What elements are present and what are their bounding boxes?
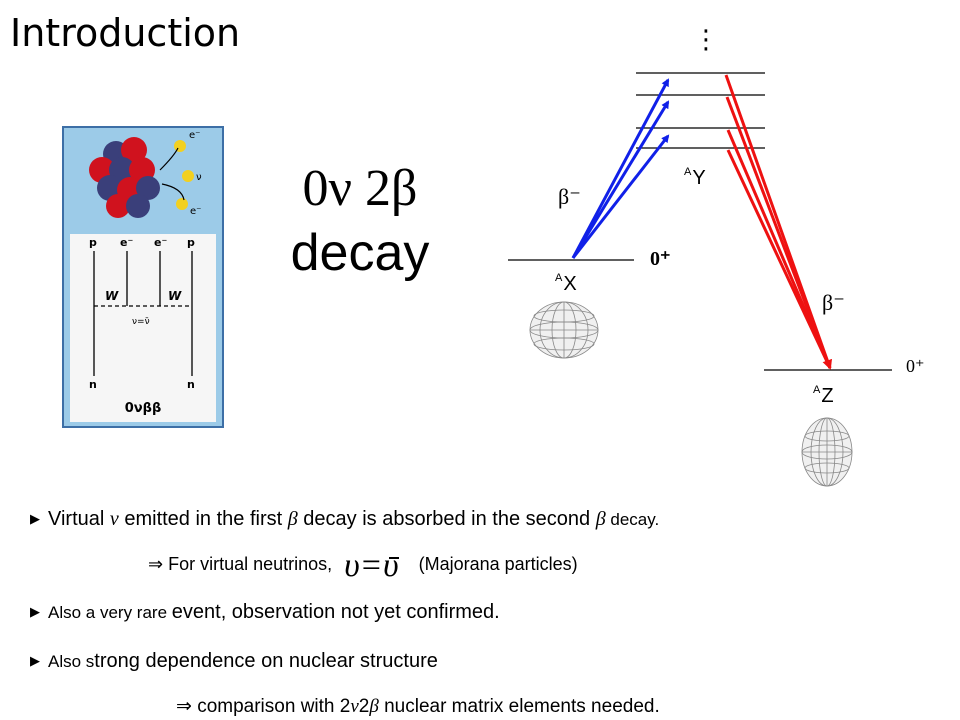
majorana-equals: = bbox=[361, 547, 383, 584]
bullet-1-beta: β bbox=[287, 508, 298, 530]
bullet-3-sub-two: 2 bbox=[358, 696, 370, 717]
bullet-3-sub-text-b: nuclear matrix elements needed. bbox=[378, 696, 660, 717]
nuclide-x-label: AX bbox=[555, 272, 577, 296]
nucleus-icon bbox=[89, 137, 160, 218]
bullet-1-text-a: Virtual bbox=[48, 508, 110, 530]
majorana-equation: υ=υ bbox=[344, 547, 400, 584]
nuclide-y-label: AY bbox=[684, 166, 706, 190]
electron-dot bbox=[174, 140, 186, 152]
beta-transitions-red bbox=[724, 74, 833, 370]
bullet-3-sub-beta: β bbox=[369, 696, 379, 717]
nuclide-y-symbol: Y bbox=[692, 167, 706, 189]
feynman-label-nu: ν=ν̄ bbox=[132, 317, 150, 327]
bullet-1-text-d: decay. bbox=[605, 510, 660, 529]
bullet-2-text: event, observation not yet confirmed. bbox=[171, 601, 500, 623]
nuclide-z-label: AZ bbox=[813, 384, 834, 408]
beta-label-left: β⁻ bbox=[558, 184, 581, 209]
majorana-nu: υ bbox=[344, 547, 362, 584]
nucleus-shape-z bbox=[801, 417, 853, 487]
feynman-label-p2: p bbox=[187, 236, 195, 249]
bullet-1-sub-text-b: (Majorana particles) bbox=[418, 554, 578, 574]
bullet-1-beta2: β bbox=[595, 508, 606, 530]
feynman-label-e2: e⁻ bbox=[154, 236, 167, 249]
nuclide-z-mass: A bbox=[813, 384, 821, 396]
bullet-1-sub-text-a: For virtual neutrinos, bbox=[163, 554, 333, 574]
level-scheme: ⋮ bbox=[500, 0, 960, 500]
majorana-nu-bar: υ bbox=[382, 547, 401, 584]
implies-arrow: ⇒ bbox=[176, 696, 192, 717]
bullet-3-small: Also s bbox=[48, 652, 95, 671]
spin-label-z: 0⁺ bbox=[906, 356, 925, 376]
beta-label-right: β⁻ bbox=[822, 290, 845, 315]
decay-word: decay bbox=[290, 224, 430, 282]
bullet-triangle-icon: ▶ bbox=[30, 511, 40, 526]
bullet-1-sub: ⇒ For virtual neutrinos, υ=υ (Majorana par… bbox=[148, 549, 578, 583]
nuclide-z-symbol: Z bbox=[821, 385, 834, 407]
nuclide-x-mass: A bbox=[555, 272, 563, 284]
electron-label-top: e⁻ bbox=[189, 130, 200, 141]
bullet-3-sub-nu: ν bbox=[350, 696, 359, 717]
feynman-label-n1: n bbox=[89, 378, 97, 391]
feynman-caption: 0νββ bbox=[125, 401, 162, 416]
bullet-2-small: Also a very rare bbox=[48, 603, 172, 622]
electron-dot bbox=[176, 198, 188, 210]
feynman-label-w2: W bbox=[168, 289, 182, 303]
feynman-label-n2: n bbox=[187, 378, 195, 391]
decay-symbol: 0ν 2β bbox=[302, 160, 418, 217]
bullet-3-sub: ⇒ comparison with 2ν2β nuclear matrix el… bbox=[176, 694, 660, 720]
feynman-label-p1: p bbox=[89, 236, 97, 249]
neutrino-label-small: ν bbox=[196, 172, 202, 183]
implies-arrow: ⇒ bbox=[148, 554, 164, 574]
nuclide-x-symbol: X bbox=[563, 273, 577, 295]
feynman-label-w1: W bbox=[105, 289, 119, 303]
bullet-1-nu: ν bbox=[109, 508, 119, 530]
bullet-1: ▶ Virtual ν emitted in the first β decay … bbox=[30, 506, 659, 533]
page-title: Introduction bbox=[10, 11, 241, 55]
ellipsis-dots: ⋮ bbox=[693, 25, 719, 55]
bullet-triangle-icon: ▶ bbox=[30, 604, 40, 619]
bullet-3: ▶ Also strong dependence on nuclear struc… bbox=[30, 648, 438, 675]
nuclide-y-mass: A bbox=[684, 166, 692, 178]
feynman-diagram-panel: e⁻ ν e⁻ p e⁻ e⁻ p W W ν=ν̄ n n 0νββ bbox=[62, 126, 224, 428]
bullet-2: ▶ Also a very rare event, observation not… bbox=[30, 599, 500, 626]
beta-transitions-blue bbox=[571, 78, 670, 259]
bullet-triangle-icon: ▶ bbox=[30, 653, 40, 668]
feynman-label-e1: e⁻ bbox=[120, 236, 133, 249]
bullet-1-text-c: decay is absorbed in the second bbox=[297, 508, 596, 530]
electron-dot bbox=[182, 170, 194, 182]
bullet-3-text: trong dependence on nuclear structure bbox=[94, 650, 438, 672]
electron-label-bottom: e⁻ bbox=[190, 206, 201, 217]
spin-label-x: 0⁺ bbox=[650, 248, 671, 270]
bullet-3-sub-text-a: comparison with 2 bbox=[191, 696, 351, 717]
nucleus-shape-x bbox=[529, 301, 599, 359]
bullet-1-text-b: emitted in the first bbox=[118, 508, 288, 530]
